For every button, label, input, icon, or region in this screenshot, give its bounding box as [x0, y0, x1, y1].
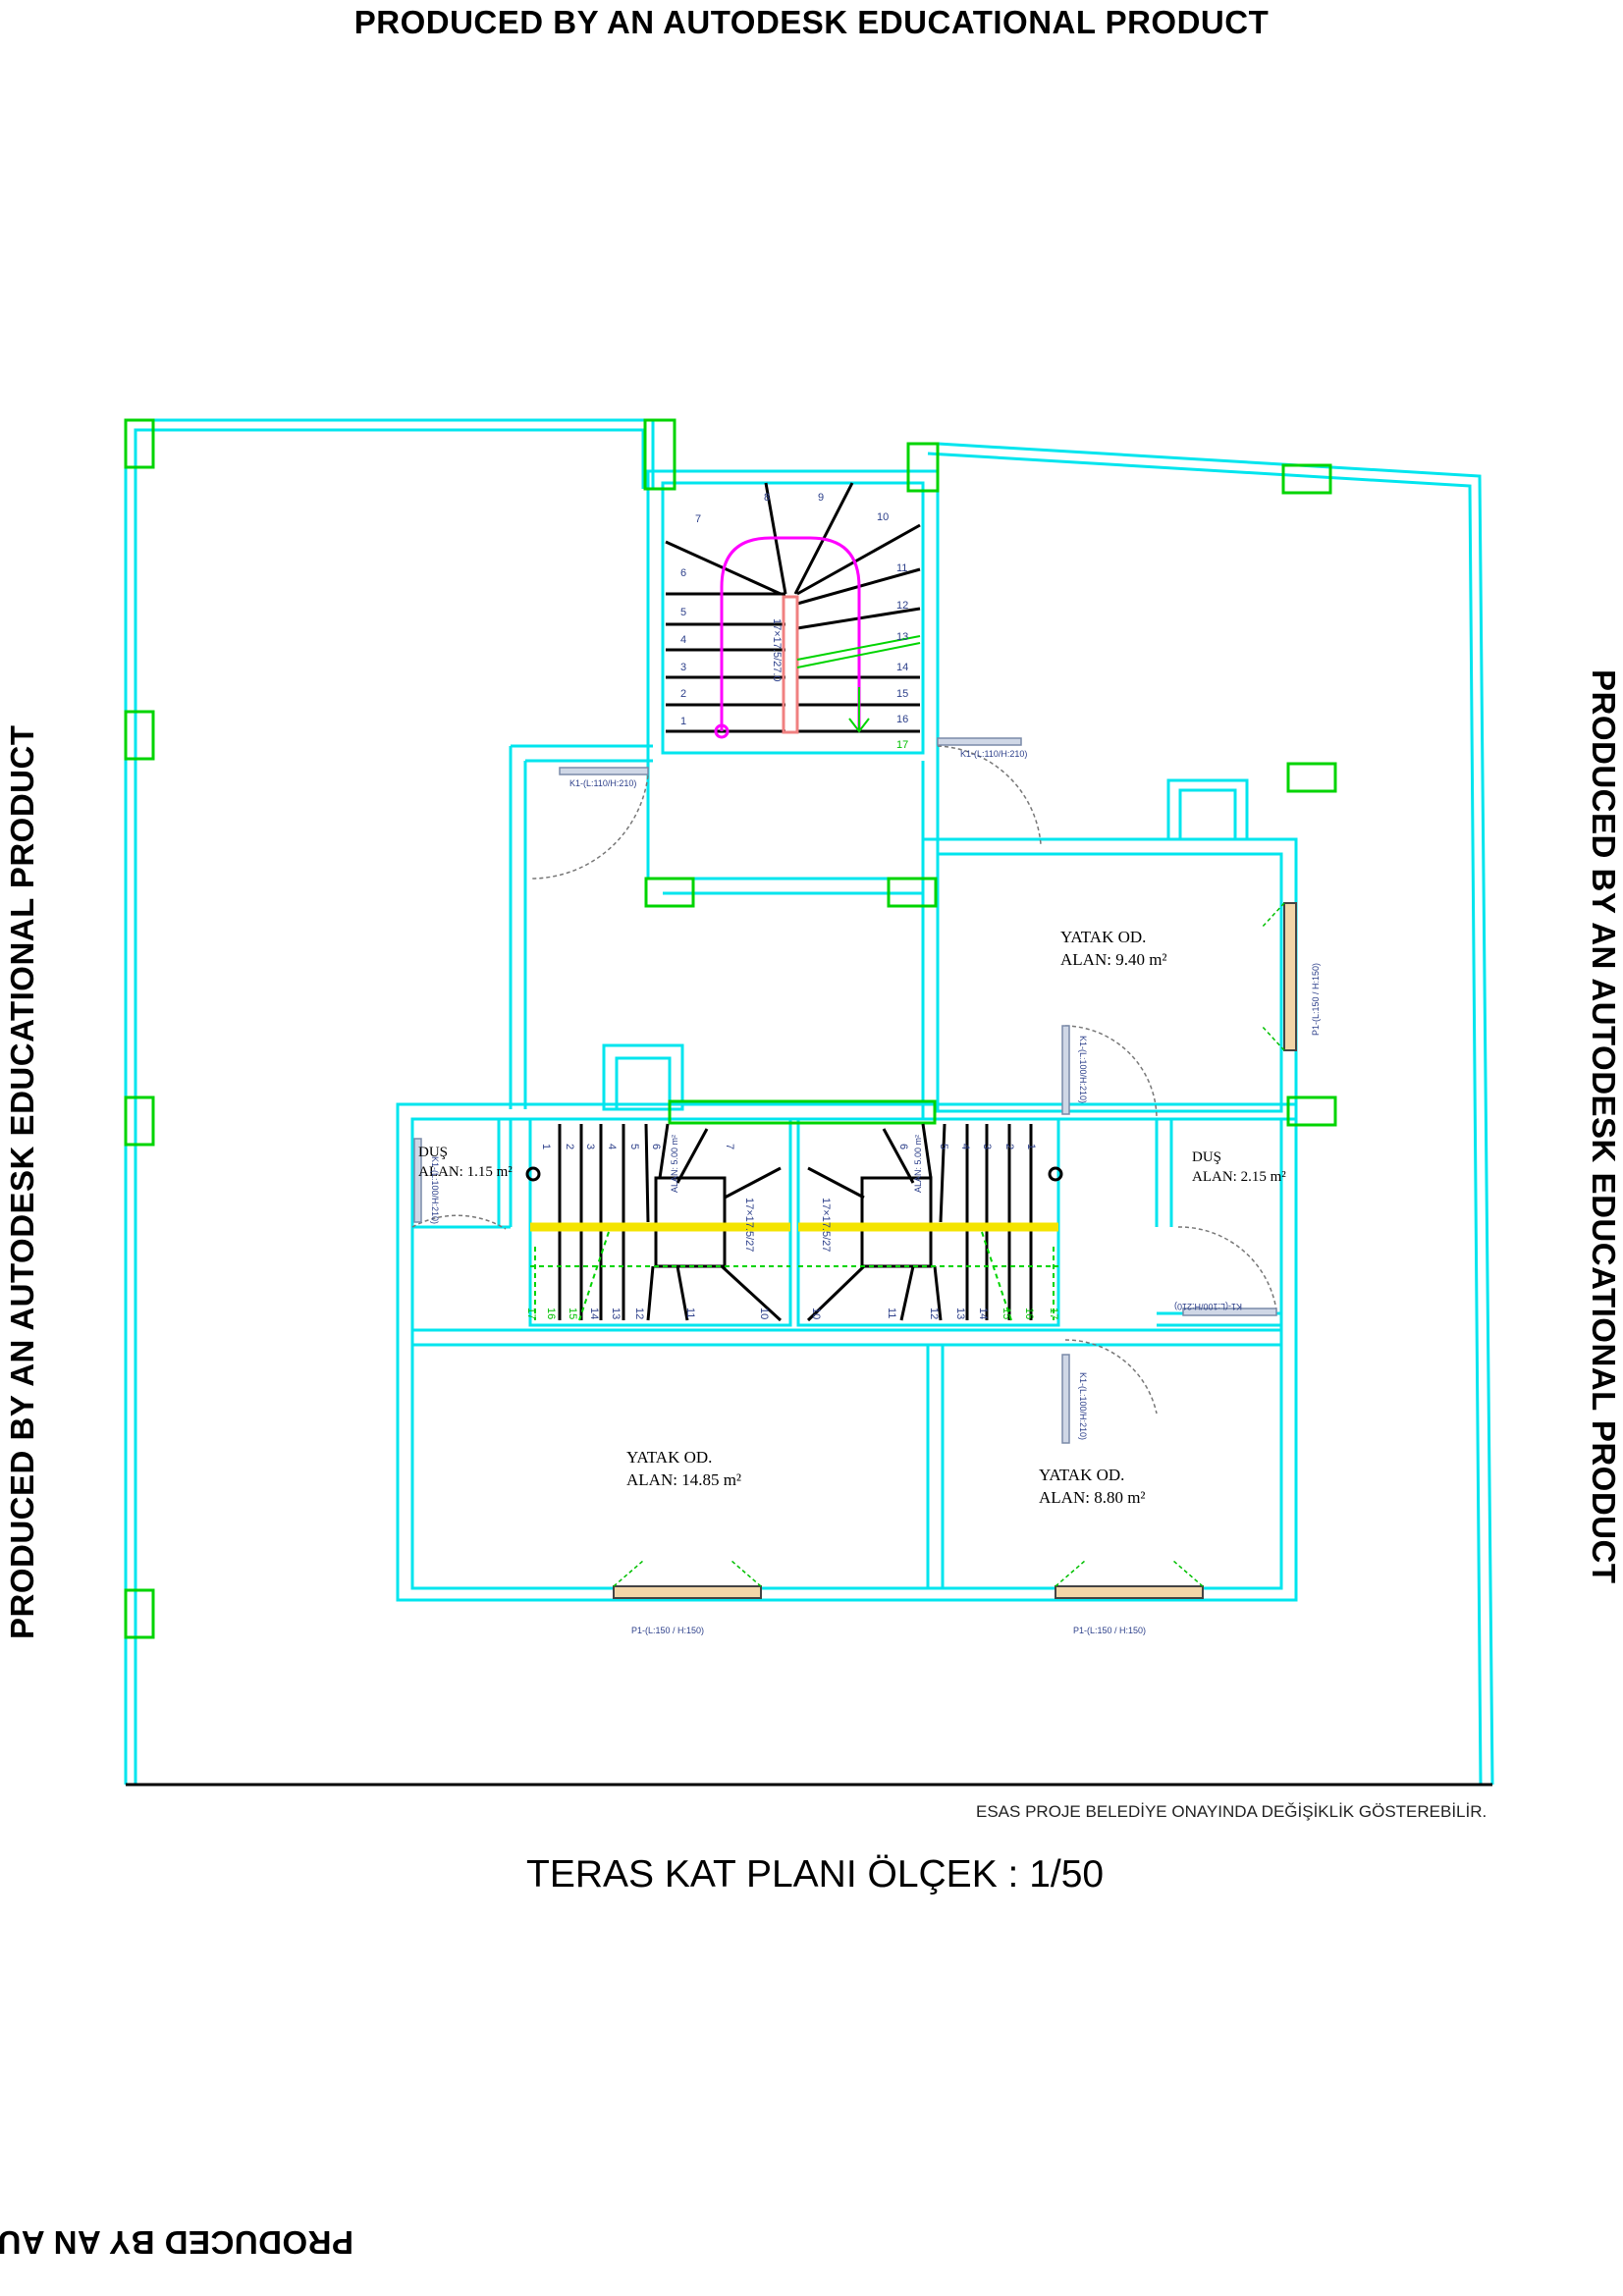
- left-lower-stair: [558, 1123, 783, 1322]
- main-stair-label: 17×17.5/27.0: [771, 618, 783, 682]
- right-stair-numbers: 6 5 4 3 2 1 10 11 12 13 14 15 16 17 17×1…: [810, 1135, 1059, 1319]
- svg-text:9: 9: [818, 492, 824, 504]
- bedroom-ne-area: ALAN: 9.40 m²: [1060, 950, 1167, 969]
- svg-text:14: 14: [588, 1308, 600, 1319]
- drawing-note: ESAS PROJE BELEDİYE ONAYINDA DEĞİŞİKLİK …: [976, 1802, 1488, 1821]
- svg-text:10: 10: [810, 1308, 822, 1319]
- svg-text:P1-(L:150 / H:150): P1-(L:150 / H:150): [1073, 1626, 1146, 1635]
- svg-text:16: 16: [545, 1308, 557, 1319]
- svg-text:12: 12: [633, 1308, 645, 1319]
- svg-text:2: 2: [680, 688, 686, 700]
- svg-text:13: 13: [954, 1308, 966, 1319]
- svg-text:15: 15: [1001, 1308, 1012, 1319]
- door-leaves: [413, 737, 1277, 1444]
- element-tags: K1-(L:110/H:210) K1-(L:110/H:210) K1-(L:…: [430, 749, 1321, 1635]
- svg-text:6: 6: [897, 1144, 909, 1149]
- svg-text:P1-(L:150 / H:150): P1-(L:150 / H:150): [631, 1626, 704, 1635]
- shower-e-area: ALAN: 2.15 m²: [1192, 1169, 1286, 1185]
- bedroom-se-area: ALAN: 8.80 m²: [1039, 1488, 1146, 1507]
- shower-w-name: DUŞ: [418, 1145, 448, 1160]
- svg-text:10: 10: [877, 511, 889, 523]
- svg-text:1: 1: [1025, 1144, 1037, 1149]
- svg-text:10: 10: [758, 1308, 770, 1319]
- svg-text:3: 3: [680, 662, 686, 673]
- svg-text:7: 7: [695, 513, 701, 525]
- svg-text:11: 11: [684, 1308, 696, 1318]
- window-swings: [613, 902, 1285, 1587]
- svg-text:13: 13: [896, 631, 908, 643]
- svg-text:5: 5: [680, 607, 686, 618]
- shower-e-name: DUŞ: [1192, 1149, 1221, 1165]
- watermark-top: PRODUCED BY AN AUTODESK EDUCATIONAL PROD…: [353, 4, 1270, 40]
- svg-text:1: 1: [540, 1144, 552, 1149]
- shower-w-area: ALAN: 1.15 m²: [418, 1164, 513, 1180]
- svg-text:3: 3: [981, 1144, 993, 1149]
- svg-text:K1-(L:100/H:210): K1-(L:100/H:210): [430, 1156, 440, 1224]
- svg-text:K1-(L:100/H:210): K1-(L:100/H:210): [1078, 1036, 1088, 1103]
- right-stair-label: 17×17.5/27: [820, 1198, 832, 1252]
- svg-text:K1-(L:110/H:210): K1-(L:110/H:210): [569, 778, 636, 788]
- svg-text:16: 16: [896, 714, 908, 725]
- svg-text:15: 15: [896, 688, 908, 700]
- svg-text:8: 8: [764, 492, 770, 504]
- svg-text:3: 3: [584, 1144, 596, 1149]
- bedroom-sw-name: YATAK OD.: [626, 1448, 712, 1467]
- doors: [411, 745, 1277, 1415]
- bedroom-ne-name: YATAK OD.: [1060, 928, 1146, 946]
- svg-text:17: 17: [1048, 1308, 1059, 1319]
- left-stair-green: [530, 1231, 790, 1321]
- svg-text:2: 2: [564, 1144, 575, 1149]
- columns: [124, 418, 1337, 1639]
- svg-text:6: 6: [650, 1144, 662, 1149]
- bedroom-sw-area: ALAN: 14.85 m²: [626, 1470, 741, 1489]
- svg-text:5: 5: [938, 1144, 949, 1149]
- svg-text:P1-(L:150 / H:150): P1-(L:150 / H:150): [1311, 963, 1321, 1036]
- left-stair-label: 17×17.5/27: [743, 1198, 755, 1252]
- right-stair-green: [798, 1231, 1058, 1321]
- bedroom-se-name: YATAK OD.: [1039, 1466, 1124, 1484]
- svg-text:12: 12: [928, 1308, 940, 1319]
- svg-text:11: 11: [896, 562, 907, 574]
- svg-text:14: 14: [977, 1308, 989, 1319]
- right-mezzanine: ALAN: 5.00 m²: [913, 1135, 923, 1193]
- svg-text:16: 16: [1023, 1308, 1035, 1319]
- left-stair-start: [525, 1166, 541, 1182]
- main-stair-green: [796, 635, 921, 733]
- svg-text:15: 15: [567, 1308, 578, 1319]
- svg-text:6: 6: [680, 567, 686, 579]
- svg-text:2: 2: [1003, 1144, 1015, 1149]
- svg-text:14: 14: [896, 662, 908, 673]
- svg-text:12: 12: [896, 600, 908, 612]
- svg-text:K1-(L:100/H:210): K1-(L:100/H:210): [1174, 1302, 1242, 1311]
- svg-text:17: 17: [896, 739, 908, 751]
- svg-text:13: 13: [610, 1308, 622, 1319]
- svg-text:4: 4: [606, 1144, 618, 1149]
- right-stair-start: [1048, 1166, 1063, 1182]
- svg-text:K1-(L:110/H:210): K1-(L:110/H:210): [960, 749, 1027, 759]
- svg-text:17: 17: [525, 1308, 537, 1319]
- main-stair-arrow: [714, 536, 861, 739]
- svg-text:K1-(L:100/H:210): K1-(L:100/H:210): [1078, 1372, 1088, 1440]
- main-stair-numbers: 7 6 5 4 3 2 1 8 9 10 11 12 13 14 15 16 1…: [680, 492, 908, 751]
- drawing-title: TERAS KAT PLANI ÖLÇEK : 1/50: [526, 1853, 1105, 1896]
- left-stair-numbers: 1 2 3 4 5 6 7 17 16 15 14 13 12 11 10 17…: [525, 1135, 770, 1319]
- left-mezzanine: ALAN: 5.00 m²: [670, 1135, 679, 1193]
- svg-text:4: 4: [680, 634, 686, 646]
- windows: [613, 902, 1297, 1599]
- svg-text:5: 5: [628, 1144, 640, 1149]
- walls: [396, 469, 1298, 1602]
- svg-text:7: 7: [724, 1144, 735, 1149]
- svg-text:4: 4: [959, 1144, 971, 1149]
- svg-text:11: 11: [886, 1308, 897, 1318]
- svg-text:1: 1: [680, 716, 686, 727]
